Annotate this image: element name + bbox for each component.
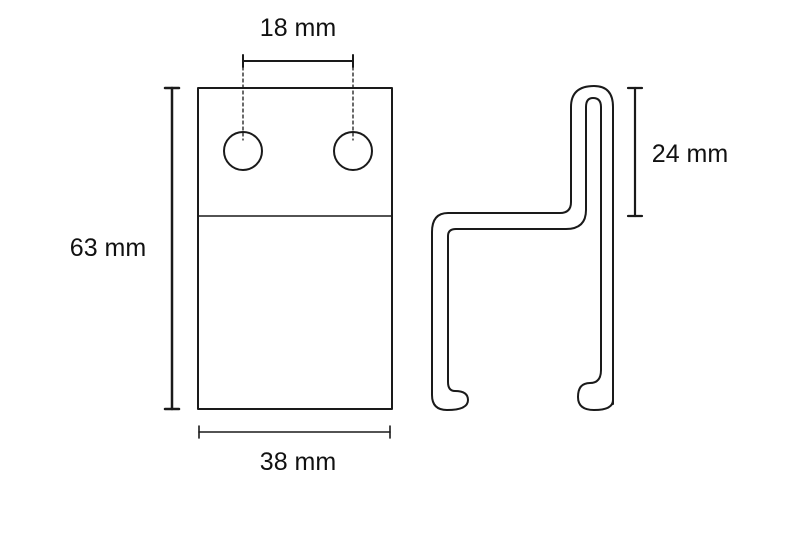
plate-width-dimension [198,425,391,439]
hook-depth-dimension [626,86,644,218]
hook-outer-outline [431,85,614,411]
mounting-hole-left [223,131,263,171]
plate-height-label: 63 mm [70,234,146,262]
mounting-hole-right [333,131,373,171]
plate-height-dimension [163,86,181,411]
hook-depth-label: 24 mm [652,140,728,168]
plate-width-label: 38 mm [260,448,336,476]
plate-outline [197,87,393,410]
hole-spacing-label: 18 mm [260,14,336,42]
plate-front-view [197,87,393,410]
hole-spacing-dimension [242,54,354,141]
hook-side-view [431,85,614,411]
